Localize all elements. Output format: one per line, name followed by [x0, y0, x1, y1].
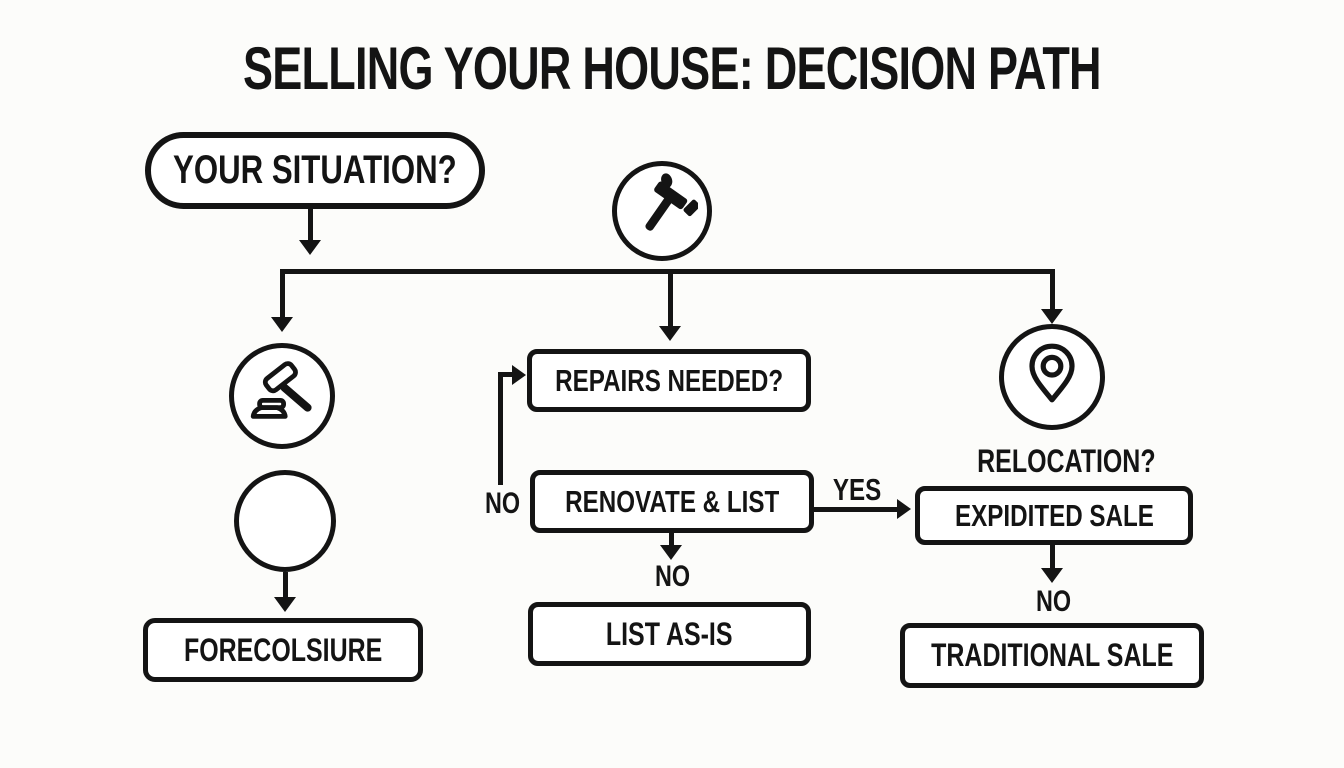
- middle-no-label: NO: [654, 560, 690, 593]
- connector-expedited-down: [1050, 545, 1055, 570]
- middle-no-label-wrap: NO: [632, 560, 712, 594]
- arrowhead-foreclosure-down: [274, 597, 296, 612]
- foreclosure-node: FORECOLSIURE: [143, 618, 423, 682]
- expedited-sale-label: EXPIDITED SALE: [954, 497, 1154, 533]
- connector-middle-drop: [668, 269, 673, 327]
- relocation-label: RELOCATION?: [977, 443, 1156, 479]
- loop-no-label: NO: [484, 487, 520, 520]
- connector-loop-horizontal: [498, 372, 513, 377]
- connector-left-drop: [280, 269, 285, 319]
- yes-label: YES: [832, 472, 882, 507]
- connector-branch-horizontal: [280, 269, 1055, 274]
- expedited-sale-node: EXPIDITED SALE: [915, 486, 1193, 545]
- list-as-is-label: LIST AS-IS: [606, 615, 733, 652]
- arrowhead-expedited-down: [1041, 568, 1063, 583]
- arrowhead-right-drop: [1041, 309, 1063, 324]
- arrowhead-yes-right: [897, 499, 911, 519]
- repairs-needed-node: REPAIRS NEEDED?: [527, 349, 811, 412]
- traditional-sale-label: TRADITIONAL SALE: [930, 637, 1174, 673]
- list-as-is-node: LIST AS-IS: [528, 602, 811, 666]
- arrowhead-loop-right: [512, 365, 526, 385]
- location-pin-icon: [1012, 335, 1092, 420]
- arrowhead-left-drop: [271, 317, 293, 332]
- empty-circle-node: [234, 470, 336, 572]
- arrowhead-middle-drop: [659, 326, 681, 341]
- hammer-node: [612, 161, 712, 261]
- gavel-icon: [242, 354, 322, 439]
- connector-renovate-down: [669, 533, 674, 547]
- arrowhead-start-down: [299, 240, 321, 255]
- renovate-list-node: RENOVATE & LIST: [530, 470, 814, 533]
- connector-foreclosure-down: [283, 572, 288, 599]
- location-node: [999, 324, 1105, 430]
- foreclosure-node-label: FORECOLSIURE: [183, 631, 383, 668]
- hammer-icon: [626, 173, 701, 250]
- right-no-label: NO: [1035, 585, 1071, 618]
- gavel-node: [229, 343, 335, 449]
- repairs-needed-label: REPAIRS NEEDED?: [555, 362, 783, 398]
- traditional-sale-node: TRADITIONAL SALE: [900, 623, 1204, 688]
- connector-yes-right: [813, 507, 898, 512]
- page-title: SELLING YOUR HOUSE: DECISION PATH: [243, 35, 1102, 102]
- page-title-row: SELLING YOUR HOUSE: DECISION PATH: [0, 34, 1344, 103]
- connector-loop-vertical: [498, 375, 503, 485]
- loop-no-label-wrap: NO: [462, 487, 542, 521]
- relocation-label-wrap: RELOCATION?: [952, 443, 1156, 480]
- yes-label-wrap: YES: [817, 472, 897, 508]
- arrowhead-renovate-down: [660, 545, 682, 560]
- renovate-list-label: RENOVATE & LIST: [564, 483, 780, 519]
- start-node: YOUR SITUATION?: [145, 132, 485, 209]
- right-no-label-wrap: NO: [1013, 585, 1093, 619]
- connector-start-down: [308, 209, 313, 241]
- connector-right-drop: [1050, 269, 1055, 311]
- start-node-label: YOUR SITUATION?: [173, 148, 457, 192]
